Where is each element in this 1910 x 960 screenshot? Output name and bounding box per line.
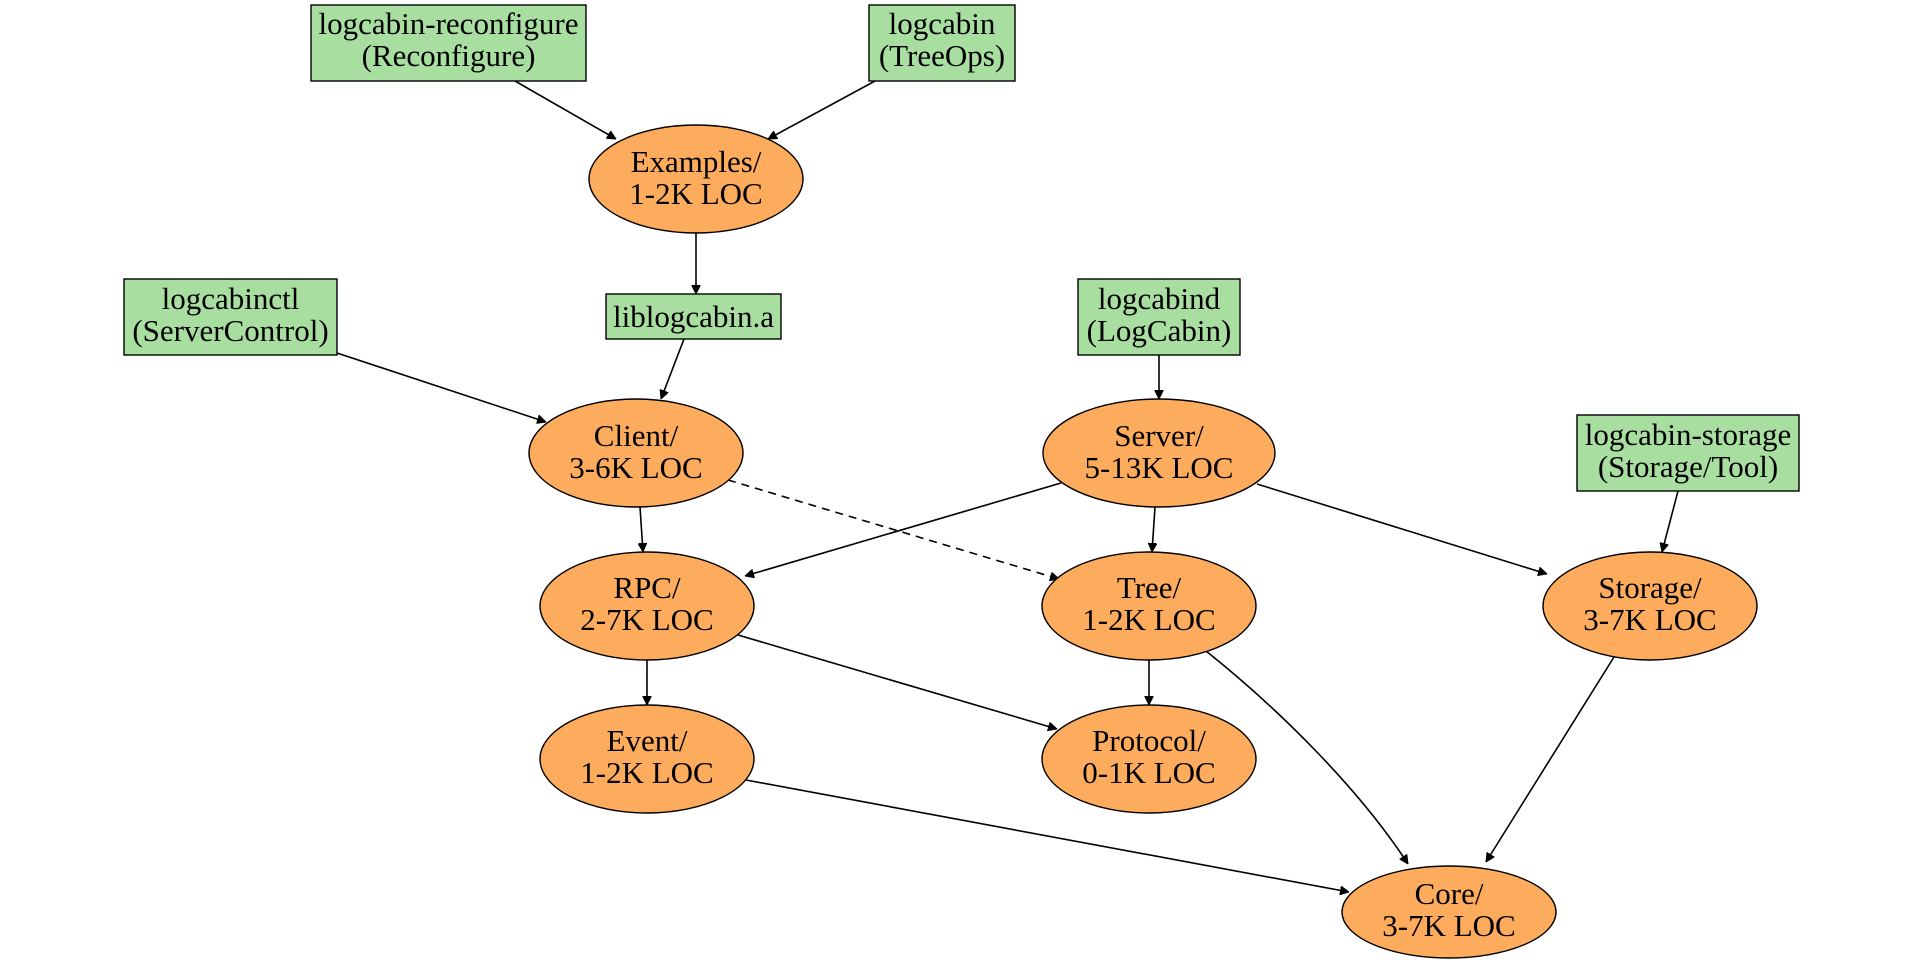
- edge-server-to-rpc: [745, 482, 1062, 576]
- program-box: [123, 278, 338, 356]
- module-ellipse: [588, 124, 804, 234]
- module-node-tree: Tree/ 1-2K LOC: [1041, 551, 1257, 661]
- edges-layer: [336, 80, 1679, 892]
- module-node-event: Event/ 1-2K LOC: [539, 704, 755, 814]
- module-ellipse: [1041, 704, 1257, 814]
- edge-server-to-storage: [1256, 483, 1547, 574]
- module-node-client: Client/ 3-6K LOC: [528, 398, 744, 508]
- program-label-line1: logcabind: [1098, 281, 1221, 316]
- program-label-line2: (ServerControl): [132, 313, 328, 348]
- edge-event-to-core: [745, 779, 1349, 892]
- module-node-storage: Storage/ 3-7K LOC: [1542, 551, 1758, 661]
- edge-reconfigure-to-examples: [514, 80, 616, 140]
- nodes-layer: logcabin-reconfigure (Reconfigure) logca…: [123, 4, 1800, 959]
- edge-treeops-to-examples: [768, 80, 876, 140]
- edge-servercontrol-to-client: [336, 352, 546, 422]
- module-label-line1: Client/: [594, 418, 679, 453]
- edge-rpc-to-protocol: [737, 634, 1057, 729]
- module-node-core: Core/ 3-7K LOC: [1341, 865, 1557, 959]
- module-node-server: Server/ 5-13K LOC: [1042, 398, 1276, 508]
- module-label-line2: 5-13K LOC: [1085, 450, 1234, 485]
- edge-client-to-tree: [727, 479, 1059, 579]
- module-label-line1: Examples/: [631, 144, 762, 179]
- module-node-examples: Examples/ 1-2K LOC: [588, 124, 804, 234]
- module-label-line2: 3-6K LOC: [569, 450, 702, 485]
- edge-client-to-rpc: [640, 506, 643, 552]
- module-ellipse: [1042, 398, 1276, 508]
- module-label-line1: Event/: [607, 723, 688, 758]
- program-label-line2: (Storage/Tool): [1598, 449, 1778, 484]
- module-label-line2: 1-2K LOC: [1082, 602, 1215, 637]
- module-label-line2: 2-7K LOC: [580, 602, 713, 637]
- module-ellipse: [539, 704, 755, 814]
- module-label-line1: Core/: [1415, 876, 1484, 911]
- program-box: [310, 4, 587, 82]
- program-node-treeops: logcabin (TreeOps): [868, 4, 1016, 82]
- module-label-line1: Protocol/: [1092, 723, 1206, 758]
- program-box: [1576, 414, 1800, 492]
- module-label-line2: 3-7K LOC: [1583, 602, 1716, 637]
- program-box: [868, 4, 1016, 82]
- module-ellipse: [1041, 551, 1257, 661]
- edge-server-to-tree: [1152, 506, 1155, 552]
- module-node-protocol: Protocol/ 0-1K LOC: [1041, 704, 1257, 814]
- program-node-logcabind: logcabind (LogCabin): [1077, 278, 1241, 356]
- module-ellipse: [528, 398, 744, 508]
- module-ellipse: [1542, 551, 1758, 661]
- program-label-line1: liblogcabin.a: [613, 299, 774, 334]
- edge-liblogcabin-to-client: [661, 338, 685, 399]
- module-node-rpc: RPC/ 2-7K LOC: [539, 551, 755, 661]
- module-label-line2: 0-1K LOC: [1082, 755, 1215, 790]
- program-label-line1: logcabin: [889, 6, 996, 41]
- program-node-servercontrol: logcabinctl (ServerControl): [123, 278, 338, 356]
- program-node-reconfigure: logcabin-reconfigure (Reconfigure): [310, 4, 587, 82]
- program-label-line2: (LogCabin): [1087, 313, 1232, 348]
- program-label-line1: logcabinctl: [162, 281, 300, 316]
- program-label-line1: logcabin-storage: [1585, 417, 1792, 452]
- program-label-line1: logcabin-reconfigure: [319, 6, 579, 41]
- program-label-line2: (TreeOps): [879, 38, 1005, 73]
- edge-storage-to-core: [1485, 656, 1615, 862]
- program-box: [605, 293, 782, 340]
- program-box: [1077, 278, 1241, 356]
- edge-tree-to-core: [1205, 650, 1409, 864]
- program-label-line2: (Reconfigure): [362, 38, 536, 73]
- module-label-line1: RPC/: [613, 570, 681, 605]
- module-label-line1: Storage/: [1598, 570, 1702, 605]
- module-label-line1: Tree/: [1117, 570, 1182, 605]
- module-label-line2: 1-2K LOC: [580, 755, 713, 790]
- module-label-line2: 3-7K LOC: [1382, 908, 1515, 943]
- edge-storage-tool-to-storage: [1662, 490, 1679, 552]
- program-node-liblogcabin: liblogcabin.a: [605, 293, 782, 340]
- module-label-line1: Server/: [1114, 418, 1204, 453]
- module-label-line2: 1-2K LOC: [629, 176, 762, 211]
- module-ellipse: [539, 551, 755, 661]
- program-node-storage-tool: logcabin-storage (Storage/Tool): [1576, 414, 1800, 492]
- module-ellipse: [1341, 865, 1557, 959]
